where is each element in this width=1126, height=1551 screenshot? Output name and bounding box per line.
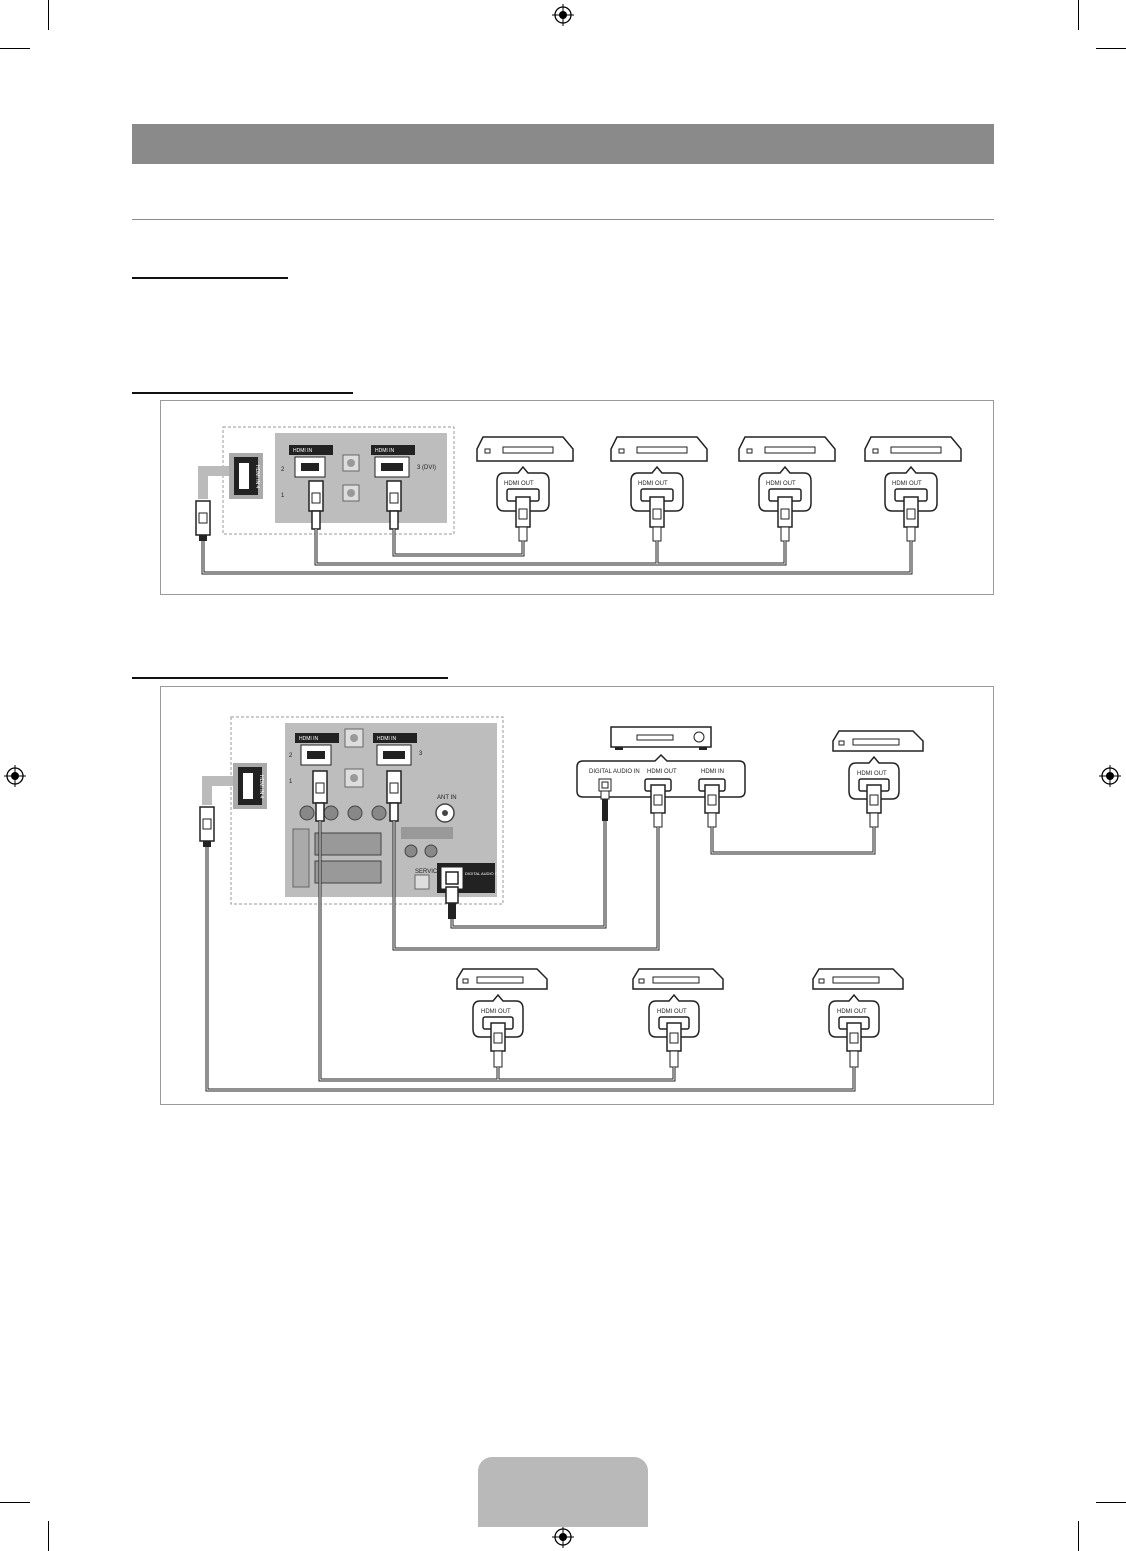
receiver-port-label: HDMI OUT bbox=[647, 769, 677, 775]
connection-diagram-1: HDMI IN 4 HDMI IN 2 HDMI IN 3 (DVI) 1 bbox=[160, 400, 994, 595]
crop-mark bbox=[1096, 48, 1126, 49]
port-number: 1 bbox=[281, 493, 285, 499]
port-label: HDMI IN bbox=[375, 448, 395, 454]
port-number: 2 bbox=[289, 753, 293, 759]
optical-out-label: DIGITAL AUDIO OUT (OPTICAL) bbox=[465, 871, 525, 876]
device-port-label: HDMI OUT bbox=[657, 1009, 687, 1015]
section-divider bbox=[132, 219, 994, 220]
connection-diagram-2: HDMI IN 4 HDMI IN 2 HDMI IN 3 1 ANT IN bbox=[160, 686, 994, 1105]
device-port-label: HDMI OUT bbox=[892, 481, 922, 487]
source-device-bottom-1: HDMI OUT bbox=[456, 968, 548, 1068]
diagram-1-drawing: HDMI IN 4 HDMI IN 2 HDMI IN 3 (DVI) 1 bbox=[195, 426, 962, 575]
ant-in-label: ANT IN bbox=[437, 795, 457, 801]
source-device-bottom-3: HDMI OUT bbox=[812, 968, 904, 1068]
subheading-underline bbox=[132, 677, 448, 679]
source-device-4: HDMI OUT bbox=[864, 436, 962, 542]
port-label: HDMI IN bbox=[299, 736, 319, 742]
source-device-bottom-2: HDMI OUT bbox=[632, 968, 724, 1068]
tv-outline bbox=[222, 426, 455, 535]
port-label: HDMI IN bbox=[377, 736, 397, 742]
crop-mark bbox=[1078, 0, 1079, 30]
side-port-label: HDMI IN 4 bbox=[254, 465, 260, 489]
page-number-tab bbox=[478, 1457, 648, 1527]
crop-mark bbox=[48, 0, 49, 30]
side-port-label: HDMI IN 4 bbox=[258, 775, 264, 799]
registration-mark-icon bbox=[1099, 765, 1121, 787]
registration-mark-icon bbox=[4, 765, 26, 787]
crop-mark bbox=[1096, 1502, 1126, 1503]
device-port-label: HDMI OUT bbox=[766, 481, 796, 487]
source-device-2: HDMI OUT bbox=[610, 436, 708, 542]
registration-mark-icon bbox=[552, 1526, 574, 1548]
crop-mark bbox=[0, 48, 30, 49]
tv-outline bbox=[230, 716, 504, 905]
source-device-top: HDMI OUT bbox=[832, 730, 924, 828]
subheading-underline bbox=[132, 392, 353, 394]
device-port-label: HDMI OUT bbox=[481, 1009, 511, 1015]
port-number: 3 bbox=[419, 751, 423, 757]
section-title-bar bbox=[132, 124, 994, 164]
diagram-2-drawing: HDMI IN 4 HDMI IN 2 HDMI IN 3 1 ANT IN bbox=[199, 716, 924, 1092]
port-number: 2 bbox=[281, 467, 285, 473]
port-number: 1 bbox=[289, 779, 293, 785]
crop-mark bbox=[0, 1502, 30, 1503]
hdmi-cables bbox=[201, 529, 913, 575]
source-device-3: HDMI OUT bbox=[738, 436, 836, 542]
device-port-label: HDMI OUT bbox=[504, 481, 534, 487]
port-label: HDMI IN bbox=[293, 448, 313, 454]
crop-mark bbox=[48, 1521, 49, 1551]
subheading-underline bbox=[132, 277, 288, 279]
device-port-label: HDMI OUT bbox=[638, 481, 668, 487]
receiver-port-label: HDMI IN bbox=[701, 769, 724, 775]
device-port-label: HDMI OUT bbox=[857, 771, 887, 777]
av-receiver: DIGITAL AUDIO IN HDMI OUT HDMI IN bbox=[576, 726, 746, 828]
service-label: SERVICE bbox=[415, 869, 441, 875]
device-port-label: HDMI OUT bbox=[837, 1009, 867, 1015]
receiver-port-label: DIGITAL AUDIO IN bbox=[589, 769, 640, 775]
crop-mark bbox=[1078, 1521, 1079, 1551]
port-number: 3 (DVI) bbox=[417, 465, 436, 471]
registration-mark-icon bbox=[552, 4, 574, 26]
source-device-1: HDMI OUT bbox=[476, 436, 574, 542]
